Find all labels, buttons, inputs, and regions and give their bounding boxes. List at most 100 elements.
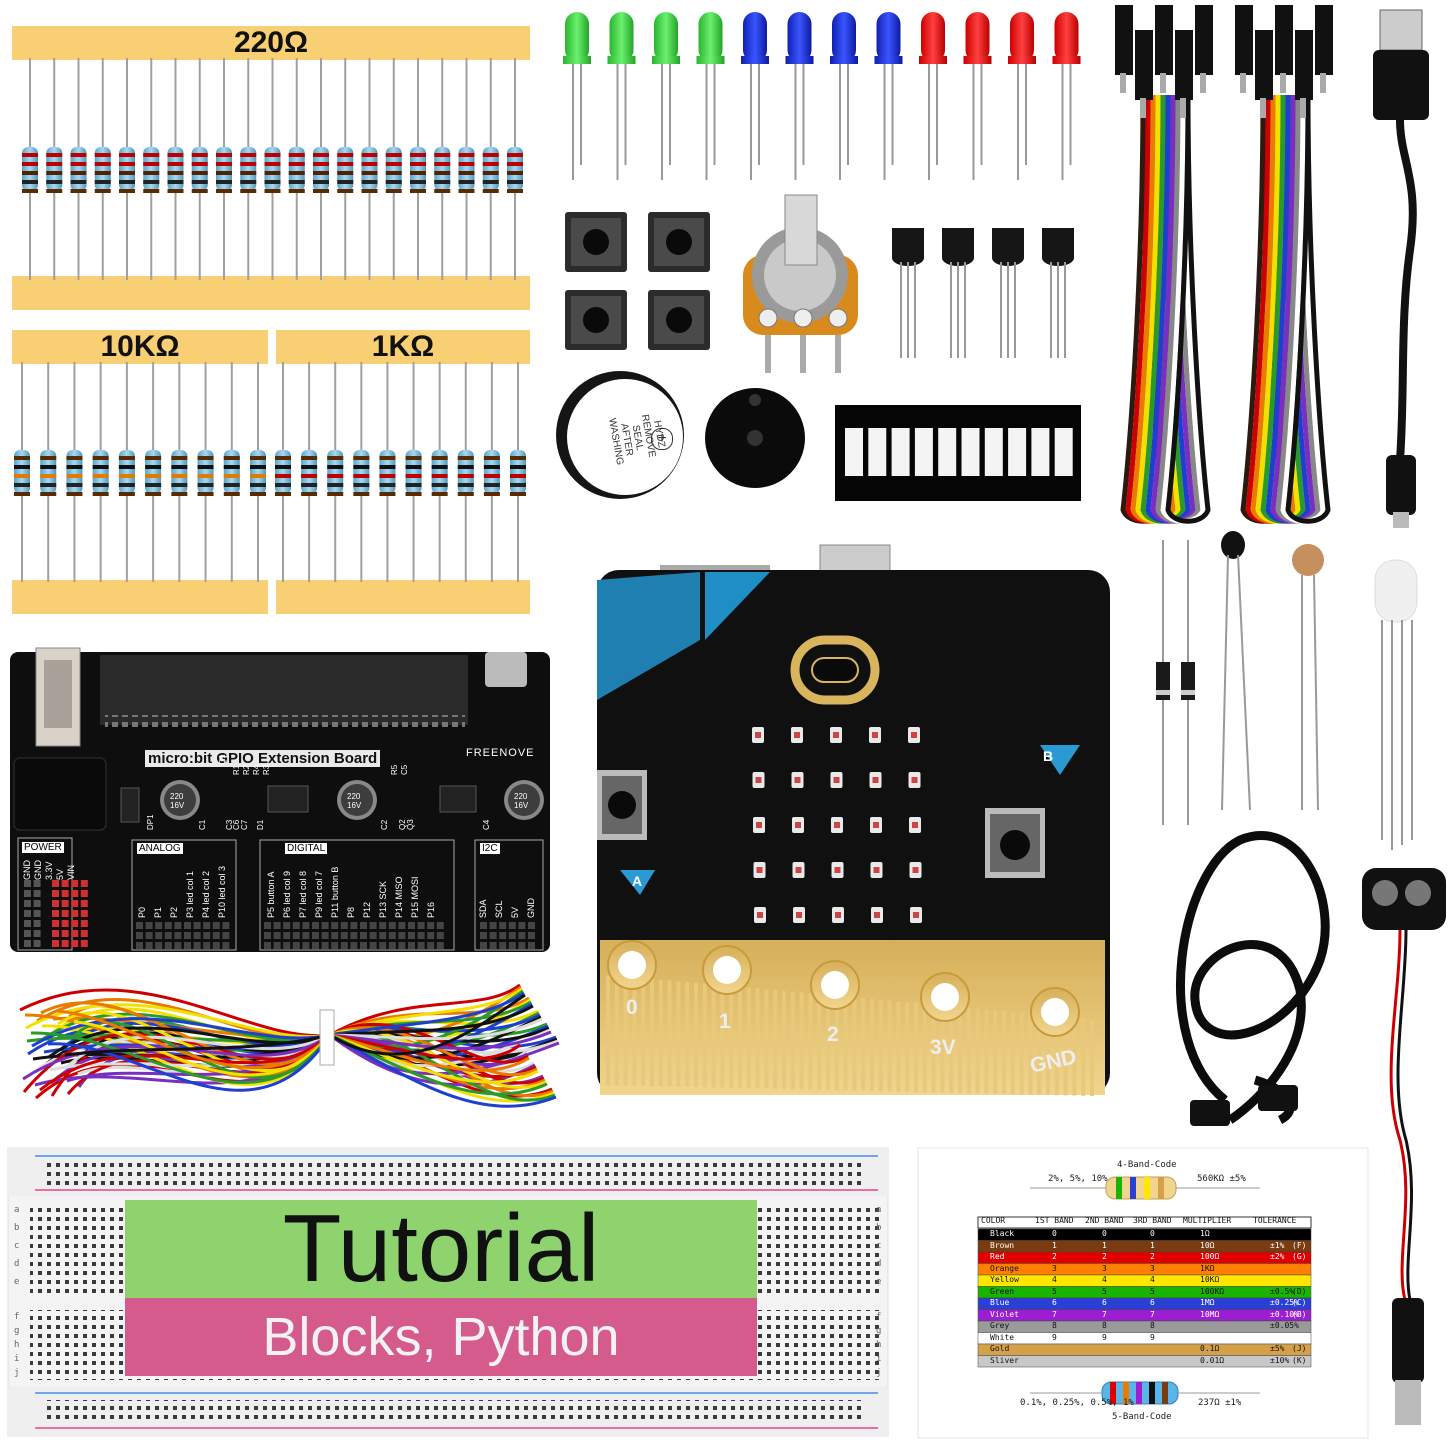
color-code-card bbox=[917, 1147, 1369, 1439]
four-band-left: 2%, 5%, 10% bbox=[1048, 1174, 1108, 1184]
pin-label: P3 led col 1 bbox=[185, 870, 195, 918]
color-code-cell: 0 bbox=[1102, 1229, 1107, 1238]
resistor bbox=[275, 362, 291, 582]
color-code-cell: 0 bbox=[1052, 1229, 1057, 1238]
row-letter: h bbox=[14, 1340, 20, 1350]
resistor bbox=[434, 58, 451, 280]
color-code-cell: 1 bbox=[1102, 1240, 1107, 1250]
capacitor-label: 16V bbox=[347, 801, 362, 810]
resistor-strip-1k bbox=[275, 330, 530, 614]
color-row bbox=[977, 1309, 1312, 1322]
pin-label: SCL bbox=[494, 900, 504, 918]
row-letter: b bbox=[14, 1223, 20, 1233]
freenove-brand: FREENOVE bbox=[466, 747, 535, 759]
four-band-title: 4-Band-Code bbox=[1117, 1160, 1177, 1170]
five-band-right: 237Ω ±1% bbox=[1198, 1398, 1242, 1408]
passive-buzzer bbox=[705, 388, 805, 488]
color-code-cell: Grey bbox=[990, 1321, 1010, 1330]
gpio-extension-board bbox=[10, 647, 550, 952]
component-label: C7 bbox=[240, 819, 249, 830]
pin-label: GND bbox=[22, 860, 32, 880]
extension-board-title: micro:bit GPIO Extension Board bbox=[145, 750, 381, 767]
microbit-label-a: A bbox=[632, 873, 643, 889]
resistor-strip-220 bbox=[12, 26, 530, 310]
color-code-cell: 4 bbox=[1150, 1275, 1155, 1284]
resistor bbox=[118, 362, 135, 582]
color-code-cell: (B) bbox=[1292, 1309, 1307, 1319]
diodes bbox=[1156, 540, 1195, 825]
dupont-header bbox=[1115, 5, 1133, 75]
pin-label: SDA bbox=[478, 899, 488, 918]
resistor bbox=[216, 58, 232, 280]
color-code-header-cell: 1ST BAND bbox=[1035, 1216, 1074, 1225]
color-code-cell: 7 bbox=[1102, 1309, 1107, 1319]
color-code-cell: Brown bbox=[990, 1240, 1015, 1250]
color-code-header-cell: TOLERANCE bbox=[1253, 1216, 1297, 1225]
row-letter: d bbox=[876, 1259, 882, 1269]
dupont-header bbox=[1155, 5, 1173, 75]
resistor bbox=[510, 362, 526, 582]
pin-label: P12 bbox=[362, 901, 372, 918]
resistor bbox=[191, 58, 208, 280]
transistor bbox=[1042, 228, 1074, 358]
resistor bbox=[361, 58, 378, 280]
resistor bbox=[405, 362, 422, 582]
resistor bbox=[22, 58, 38, 280]
led-bar-graph bbox=[835, 405, 1081, 501]
bar-segment bbox=[891, 428, 910, 476]
component-label: DP1 bbox=[146, 814, 155, 830]
dupont-header bbox=[1255, 30, 1273, 100]
color-code-header-cell: 2ND BAND bbox=[1085, 1216, 1124, 1225]
resistor bbox=[327, 362, 344, 582]
color-code-cell: 2 bbox=[1102, 1252, 1107, 1261]
row-letter: d bbox=[14, 1259, 20, 1269]
resistor bbox=[431, 362, 448, 582]
component-label: R2 bbox=[242, 764, 251, 775]
dupont-header bbox=[1295, 30, 1313, 100]
pin-label: GND bbox=[526, 898, 536, 918]
pin-label: P15 MOSI bbox=[410, 876, 420, 918]
component-label: D1 bbox=[256, 819, 265, 830]
color-row bbox=[977, 1274, 1312, 1287]
color-code-cell: 3 bbox=[1102, 1263, 1107, 1273]
resistor bbox=[379, 362, 396, 582]
resistor bbox=[143, 58, 160, 280]
color-code-cell: 3 bbox=[1150, 1263, 1155, 1273]
row-letter: a bbox=[14, 1205, 20, 1215]
pin-label: VIN bbox=[66, 864, 76, 880]
bar-segment bbox=[961, 428, 980, 476]
led bbox=[1052, 12, 1081, 180]
resistor bbox=[223, 362, 240, 582]
resistor bbox=[458, 58, 475, 280]
bar-segment bbox=[1031, 428, 1050, 476]
color-code-cell: 5 bbox=[1102, 1286, 1107, 1296]
microbit-label-b: B bbox=[1043, 748, 1054, 764]
color-code-cell: Yellow bbox=[990, 1275, 1019, 1284]
led bbox=[919, 12, 947, 180]
resistor bbox=[483, 362, 500, 582]
transistor bbox=[942, 228, 974, 358]
component-label: R5 bbox=[390, 764, 399, 775]
capacitor-label: 220 bbox=[170, 792, 184, 801]
color-code-cell: 100KΩ bbox=[1200, 1286, 1225, 1296]
usb-cable-coil bbox=[1176, 831, 1330, 1126]
row-letter: g bbox=[14, 1326, 20, 1336]
microbit-board bbox=[597, 544, 1110, 1096]
pin-label: P6 led col 9 bbox=[282, 870, 292, 918]
resistor bbox=[94, 58, 111, 280]
color-code-cell: 0 bbox=[1150, 1229, 1155, 1238]
resistor bbox=[92, 362, 109, 582]
led bbox=[1008, 12, 1036, 180]
active-buzzer bbox=[556, 371, 684, 499]
resistor bbox=[264, 58, 281, 280]
color-code-cell: 8 bbox=[1102, 1321, 1107, 1330]
resistor bbox=[14, 362, 30, 582]
color-row bbox=[977, 1240, 1312, 1253]
tutorial-title: Tutorial bbox=[125, 1200, 757, 1298]
component-label: C2 bbox=[380, 819, 389, 830]
color-code-header-cell: COLOR bbox=[981, 1216, 1006, 1225]
row-letter: g bbox=[876, 1326, 882, 1336]
led-row bbox=[563, 12, 1081, 180]
four-band-right: 560KΩ ±5% bbox=[1197, 1174, 1246, 1184]
pin-label: P9 led col 7 bbox=[314, 870, 324, 918]
